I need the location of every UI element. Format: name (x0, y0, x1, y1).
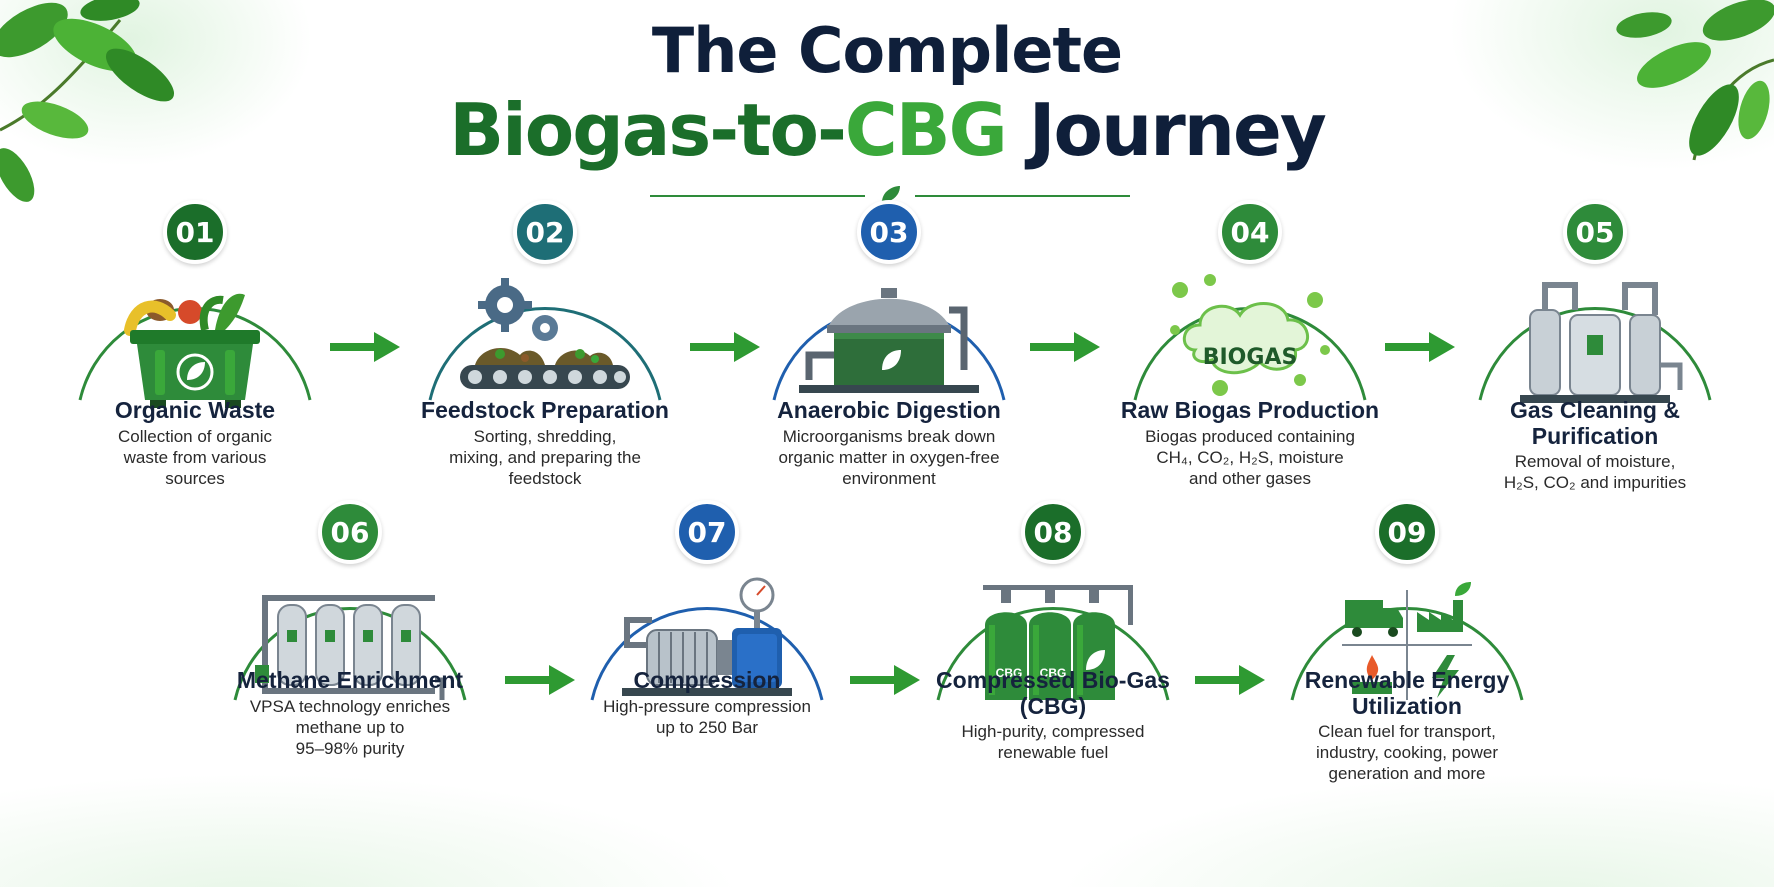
step-arc (428, 306, 662, 401)
step-title: Anaerobic Digestion (777, 397, 1001, 423)
step-number-badge: 05 (1563, 200, 1627, 264)
title-word-biogas: Biogas-to- (449, 88, 847, 172)
purification-columns-icon (1520, 282, 1683, 403)
cylinder-label: CBG (995, 666, 1023, 680)
biogas-cloud-label: BIOGAS (1202, 345, 1298, 370)
step-description: Removal of moisture, H₂S, CO₂ and impuri… (1503, 452, 1687, 492)
step-description: High-purity, compressed renewable fuel (961, 722, 1145, 762)
title-word-cbg: CBG (844, 88, 1008, 172)
flow-arrow (1195, 665, 1265, 695)
step-number-badge: 03 (857, 200, 921, 264)
title: The Complete Biogas-to-CBG Journey (0, 14, 1774, 172)
factory-icon (1417, 582, 1471, 632)
step-title: Methane Enrichment (236, 667, 464, 693)
lightning-icon (1432, 655, 1459, 698)
gears-conveyor-icon (460, 278, 630, 389)
digester-tank-icon (799, 288, 979, 393)
step-number-badge: 01 (163, 200, 227, 264)
step-number-badge: 07 (675, 500, 739, 564)
compressor-icon (622, 577, 792, 696)
vpsa-vessels-icon (255, 595, 445, 700)
leaves-decoration-right (1616, 0, 1774, 161)
step-number-badge: 09 (1375, 500, 1439, 564)
truck-icon (1345, 600, 1403, 637)
step-number-badge: 06 (318, 500, 382, 564)
step-description: Collection of organic waste from various… (117, 427, 273, 488)
step-description: High-pressure compression up to 250 Bar (603, 697, 811, 737)
cylinder-label: CBG (1039, 666, 1067, 680)
flow-arrow (690, 332, 760, 362)
energy-uses-icon (1342, 582, 1472, 700)
step-number-badge: 02 (513, 200, 577, 264)
step-description: Clean fuel for transport, industry, cook… (1315, 722, 1499, 783)
step-number-badge: 04 (1218, 200, 1282, 264)
step-arc (590, 606, 824, 701)
step-title: Compressed Bio-Gas (CBG) (936, 667, 1170, 719)
flow-arrow (1030, 332, 1100, 362)
step-description: Sorting, shredding, mixing, and preparin… (449, 427, 641, 488)
leaves-decoration-left (0, 0, 175, 202)
step-description: VPSA technology enriches methane up to 9… (249, 697, 451, 758)
small-leaf-icon (882, 186, 900, 202)
step-arc (1478, 306, 1712, 401)
title-line-2: Biogas-to-CBG Journey (0, 88, 1774, 172)
step-title: Raw Biogas Production (1120, 397, 1380, 423)
cbg-cylinders-icon (983, 585, 1133, 700)
step-title: Feedstock Preparation (421, 397, 669, 423)
biogas-cloud-icon (1170, 274, 1330, 396)
step-arc (936, 606, 1170, 701)
title-word-journey: Journey (1005, 88, 1327, 172)
cooking-stove-icon (1352, 655, 1392, 694)
step-number-badge: 08 (1021, 500, 1085, 564)
step-title: Gas Cleaning & Purification (1510, 397, 1680, 449)
flow-arrow (850, 665, 920, 695)
step-title: Renewable Energy Utilization (1304, 667, 1510, 719)
title-line-1: The Complete (651, 14, 1123, 87)
flow-arrow (505, 665, 575, 695)
flow-arrow (1385, 332, 1455, 362)
flow-arrow (330, 332, 400, 362)
step-title: Organic Waste (114, 397, 276, 423)
step-title: Compression (633, 667, 781, 693)
step-description: Biogas produced containing CH₄, CO₂, H₂S… (1145, 427, 1355, 488)
step-arc (233, 606, 467, 701)
step-description: Microorganisms break down organic matter… (778, 427, 1000, 488)
organic-waste-bin-icon (124, 293, 260, 408)
